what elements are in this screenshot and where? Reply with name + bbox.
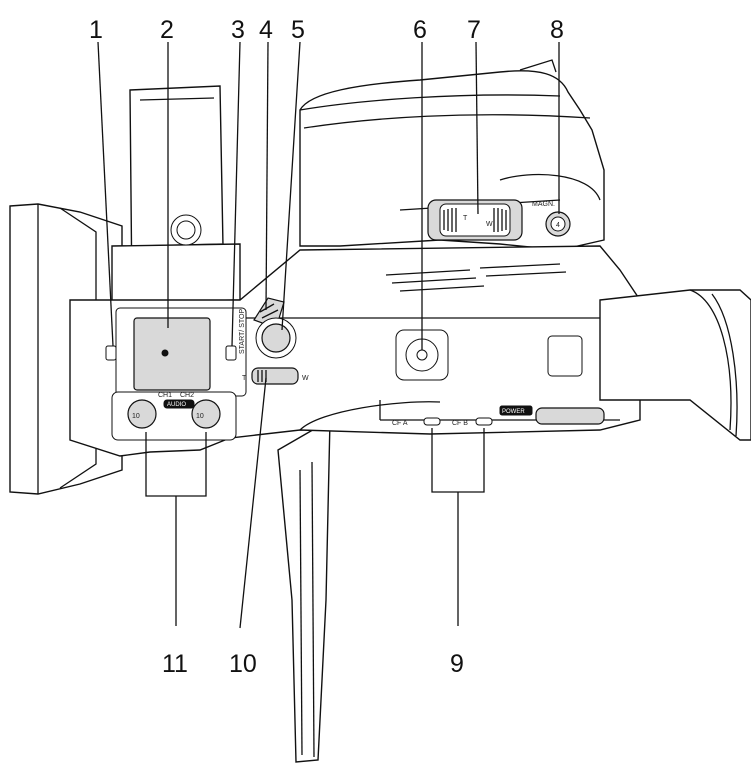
magn-button[interactable]: 4	[545, 211, 571, 237]
callout-7: 7	[467, 16, 481, 44]
handle-zoom-rocker[interactable]: T W	[427, 199, 523, 241]
cf-b-lamp	[475, 417, 493, 426]
ch2-label: CH2	[180, 392, 194, 399]
lcd-panel	[277, 418, 331, 763]
power-label: POWER	[502, 409, 525, 415]
start-stop-label: START/ STOP	[239, 309, 246, 354]
accessory-shoe	[115, 307, 247, 397]
right-indicator-lamp	[225, 345, 237, 361]
callout-2: 2	[160, 16, 174, 44]
grip-zoom-rocker[interactable]: T W	[242, 367, 309, 385]
audio-label: AUDIO	[167, 402, 186, 408]
callout-4: 4	[259, 16, 273, 44]
magn-label: MAGN.	[532, 201, 555, 208]
cf-b-label: CF B	[452, 420, 468, 427]
magn-button-label: 4	[556, 222, 560, 229]
ch1-label: CH1	[158, 392, 172, 399]
handle-zoom-w-label: W	[486, 221, 493, 228]
cf-a-label: CF A	[392, 420, 408, 427]
left-indicator-lamp	[105, 345, 117, 361]
callout-6: 6	[413, 16, 427, 44]
callout-leaders	[97, 41, 560, 629]
viewfinder-eyecup	[547, 289, 751, 441]
grip-zoom-t-label: T	[242, 375, 247, 382]
callout-9: 9	[450, 650, 464, 678]
body-vents	[385, 263, 567, 292]
handle-zoom-t-label: T	[463, 215, 468, 222]
callout-1: 1	[89, 16, 103, 44]
cf-a-lamp	[423, 417, 441, 426]
audio-level-dials[interactable]: 10 10 CH1 CH2 AUDIO	[111, 391, 237, 441]
grip-zoom-w-label: W	[302, 375, 309, 382]
ch1-audio-dial	[127, 399, 157, 429]
ch2-dial-value: 10	[196, 413, 204, 420]
cf-access-lamps: CF A CF B	[392, 417, 493, 427]
ch1-dial-value: 10	[132, 413, 140, 420]
top-handle	[299, 59, 605, 251]
callout-11: 11	[162, 650, 188, 678]
callout-8: 8	[550, 16, 564, 44]
callout-10: 10	[229, 650, 257, 678]
start-stop-button[interactable]	[255, 317, 297, 359]
callout-3: 3	[231, 16, 245, 44]
power-switch[interactable]: POWER	[499, 405, 605, 425]
microphone-holder	[111, 85, 241, 303]
callout-5: 5	[291, 16, 305, 44]
callout-labels: 1 2 3 4 5 6 7 8 9 10 11	[89, 16, 564, 678]
ch2-audio-dial	[191, 399, 221, 429]
